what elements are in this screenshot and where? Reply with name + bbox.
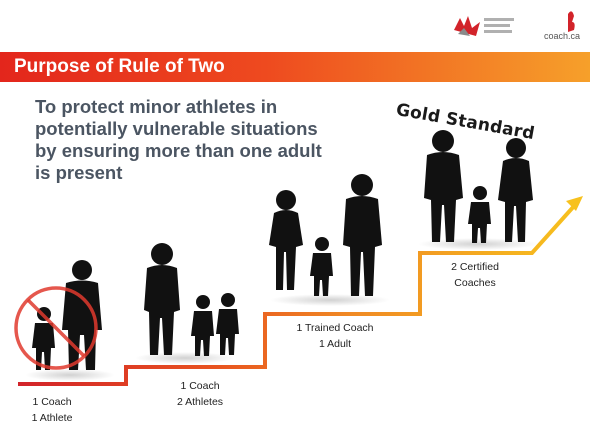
step4-label-line2: Coaches bbox=[454, 277, 496, 289]
step3-label: 1 Trained Coach 1 Adult bbox=[285, 320, 385, 352]
step4-label-line1: 2 Certified bbox=[451, 261, 499, 273]
step1-label-line2: 1 Athlete bbox=[31, 412, 73, 424]
step2-label-line2: 2 Athletes bbox=[176, 396, 224, 408]
step3-figures bbox=[269, 174, 390, 306]
slide-title: Purpose of Rule of Two bbox=[14, 56, 225, 77]
coach-ca-logo: coach.ca bbox=[528, 8, 580, 44]
step1-label-line1: 1 Coach bbox=[32, 396, 72, 408]
step2-label-line1: 1 Coach bbox=[180, 380, 220, 392]
step1-label: 1 Coach 1 Athlete bbox=[22, 394, 82, 426]
step4-figures bbox=[418, 130, 538, 250]
step2-label: 1 Coach 2 Athletes bbox=[160, 378, 240, 410]
step1-figures bbox=[14, 260, 115, 381]
step4-label: 2 Certified Coaches bbox=[435, 259, 515, 291]
step3-label-line1: 1 Trained Coach bbox=[296, 322, 374, 334]
staircase-line bbox=[18, 203, 577, 386]
title-bar: Purpose of Rule of Two bbox=[0, 52, 590, 82]
coaching-association-logo bbox=[450, 8, 520, 44]
step2-figures bbox=[135, 243, 239, 364]
staircase-arrow-head bbox=[566, 196, 583, 211]
purpose-statement: To protect minor athletes in potentially… bbox=[35, 96, 322, 183]
logo-area: coach.ca bbox=[450, 8, 580, 44]
coach-ca-logo-text: coach.ca bbox=[543, 31, 580, 41]
prohibition-icon bbox=[14, 286, 98, 370]
step3-label-line2: 1 Adult bbox=[318, 338, 352, 350]
